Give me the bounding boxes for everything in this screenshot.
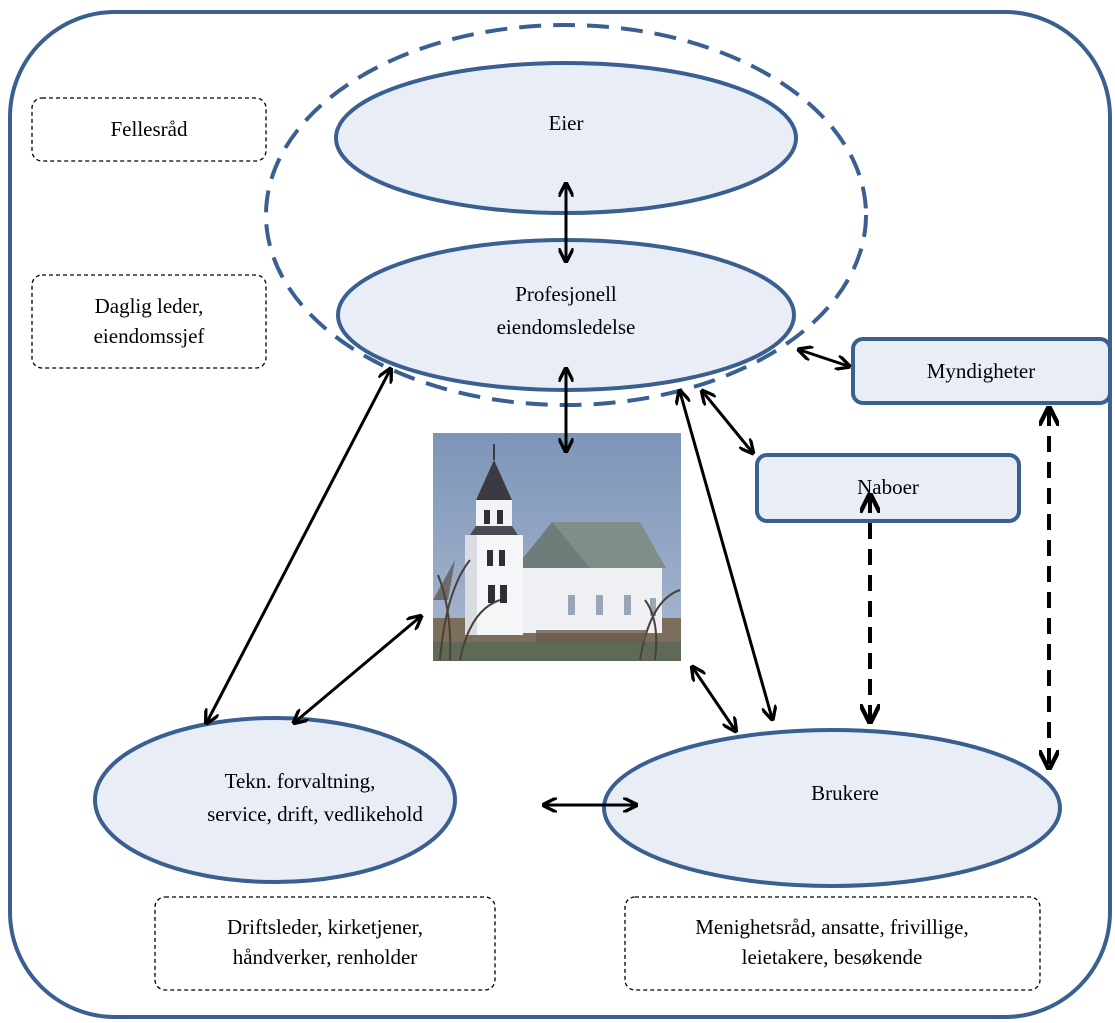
annotation-fellesrad: Fellesråd: [31, 97, 267, 162]
node-myndigheter: Myndigheter: [851, 337, 1112, 405]
tekn-line1: Tekn. forvaltning,: [225, 769, 376, 793]
menighetsrad-line2: leietakere, besøkende: [742, 945, 923, 969]
menighetsrad-line1: Menighetsråd, ansatte, frivillige,: [695, 915, 969, 939]
annotation-driftsleder: Driftsleder, kirketjener, håndverker, re…: [154, 896, 496, 991]
fellesrad-text: Fellesråd: [111, 117, 188, 141]
arrow-church-brukere: [693, 668, 735, 730]
eier-label: Eier: [549, 111, 584, 135]
node-naboer: Naboer: [755, 453, 1021, 523]
arrow-profesjonell-naboer: [703, 392, 752, 452]
profesjonell-line1: Profesjonell: [515, 282, 617, 306]
daglig-leder-line1: Daglig leder,: [95, 294, 204, 318]
node-brukere: Brukere: [602, 728, 1062, 888]
arrow-profesjonell-brukere: [680, 392, 772, 718]
node-eier: Eier: [334, 61, 798, 215]
annotation-daglig-leder: Daglig leder, eiendomssjef: [31, 274, 267, 369]
arrow-tekn-church: [295, 617, 420, 722]
arrow-profesjonell-tekn: [207, 370, 390, 722]
brukere-label: Brukere: [811, 781, 879, 805]
daglig-leder-line2: eiendomssjef: [94, 324, 205, 348]
driftsleder-line1: Driftsleder, kirketjener,: [227, 915, 423, 939]
tekn-line2: service, drift, vedlikehold: [207, 802, 423, 826]
arrow-profesjonell-myndigheter: [800, 350, 848, 366]
node-tekn-forvaltning: Tekn. forvaltning, service, drift, vedli…: [93, 716, 457, 884]
node-profesjonell-eiendomsledelse: Profesjonell eiendomsledelse: [336, 238, 796, 392]
driftsleder-line2: håndverker, renholder: [233, 945, 418, 969]
church-photo: [433, 433, 681, 661]
myndigheter-label: Myndigheter: [927, 359, 1035, 383]
profesjonell-line2: eiendomsledelse: [497, 315, 636, 339]
naboer-label: Naboer: [857, 475, 919, 499]
annotation-menighetsrad: Menighetsråd, ansatte, frivillige, leiet…: [624, 896, 1041, 991]
